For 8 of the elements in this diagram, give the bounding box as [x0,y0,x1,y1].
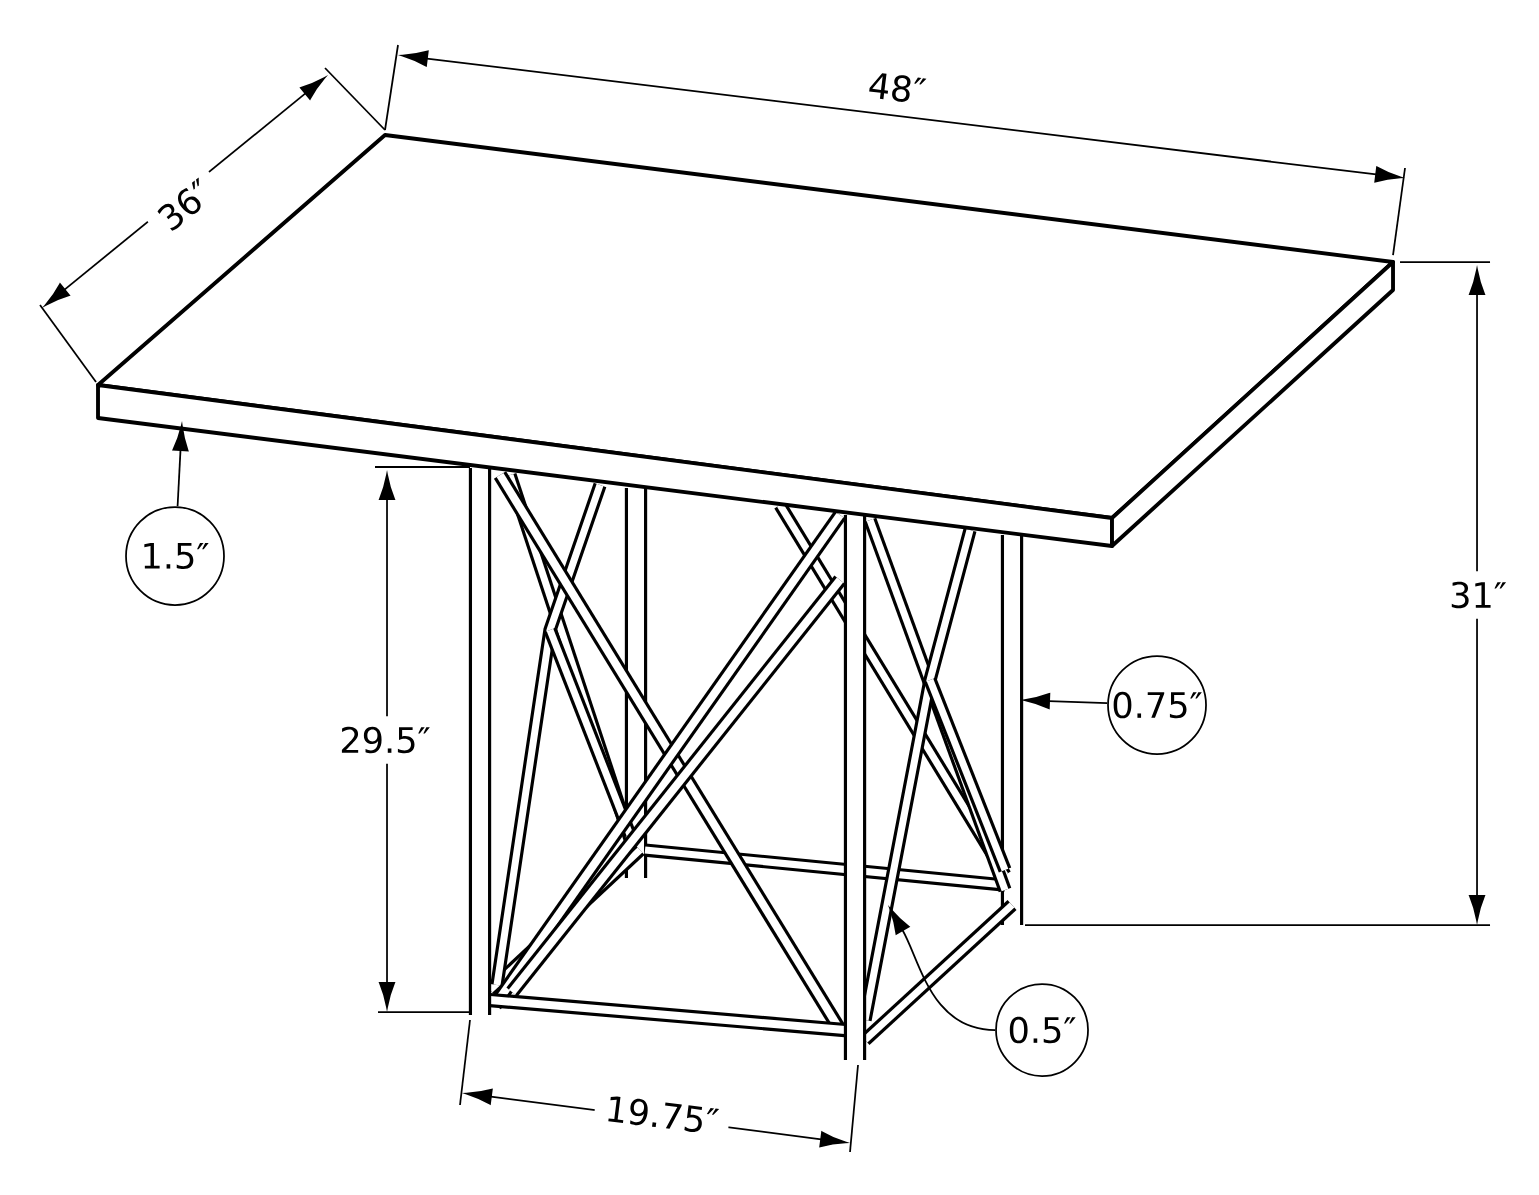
dimension-label: 36″ [139,161,231,249]
dimension-label: 31″ [1438,571,1518,619]
dimension-label: 48″ [854,59,940,117]
dimension-label: 19.75″ [592,1083,732,1147]
leader-line [889,908,996,1031]
leader-line [1023,693,1109,710]
leader-line [172,424,189,508]
dimension-label: 29.5″ [328,716,442,764]
